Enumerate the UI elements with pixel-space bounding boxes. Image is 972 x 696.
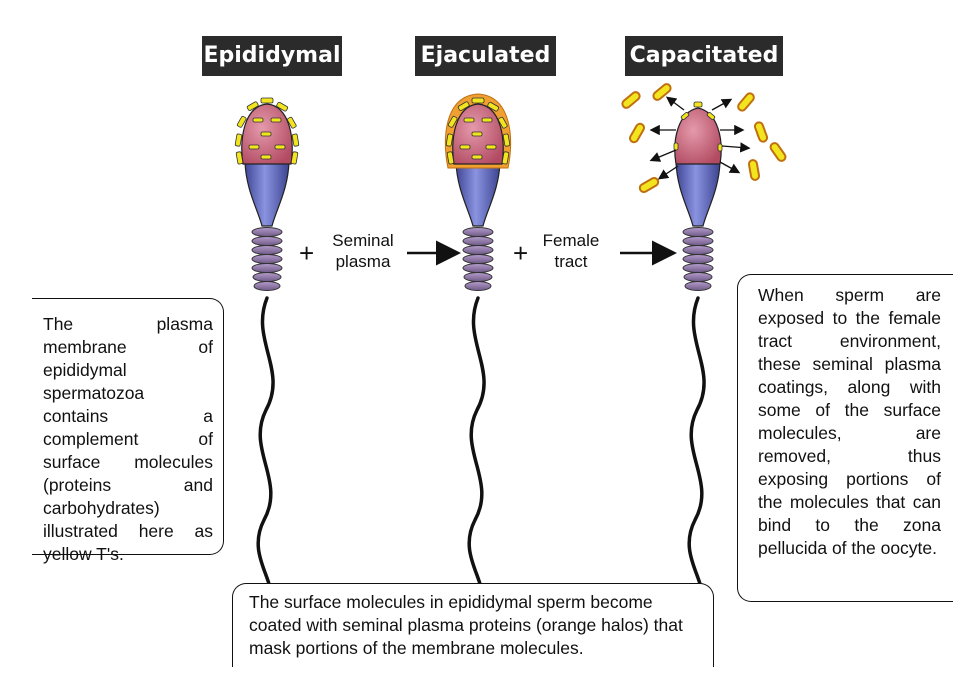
sperm-ejaculated bbox=[444, 93, 512, 602]
sperm-midpiece bbox=[455, 161, 501, 227]
release-arrows bbox=[649, 96, 751, 180]
sperm-midpiece bbox=[675, 161, 721, 227]
stage-title-capacitated: Capacitated bbox=[625, 36, 783, 76]
sperm-tail bbox=[687, 296, 706, 602]
sperm-tail bbox=[467, 296, 486, 602]
plus-sign: + bbox=[513, 238, 529, 268]
sperm-midpiece bbox=[244, 161, 290, 227]
surface-molecules bbox=[234, 97, 300, 165]
stage-title-ejaculated: Ejaculated bbox=[415, 36, 556, 76]
transition-label-line: plasma bbox=[335, 252, 391, 271]
sperm-neck-rings bbox=[682, 227, 714, 291]
callout-capacitated: When sperm are exposed to the female tra… bbox=[737, 274, 953, 602]
sperm-neck-rings bbox=[462, 227, 494, 291]
stage-title-epididymal: Epididymal bbox=[202, 36, 342, 76]
plus-sign: + bbox=[299, 238, 315, 268]
transition-label-seminal-plasma: Seminal plasma bbox=[322, 230, 404, 272]
sperm-neck-rings bbox=[251, 227, 283, 291]
sperm-epididymal bbox=[234, 97, 300, 602]
remaining-molecules bbox=[673, 101, 723, 152]
transition-label-female-tract: Female tract bbox=[532, 230, 610, 272]
sperm-capacitated bbox=[621, 83, 787, 602]
transition-label-line: Seminal bbox=[332, 231, 394, 250]
callout-epididymal: The plasma membrane of epididymal sperma… bbox=[32, 298, 224, 564]
transition-label-line: tract bbox=[554, 252, 588, 271]
callout-ejaculated: The surface molecules in epididymal sper… bbox=[232, 583, 714, 667]
sperm-tail bbox=[256, 296, 275, 602]
released-molecules bbox=[621, 83, 787, 193]
surface-molecules bbox=[445, 97, 511, 165]
transition-label-line: Female bbox=[542, 231, 600, 250]
